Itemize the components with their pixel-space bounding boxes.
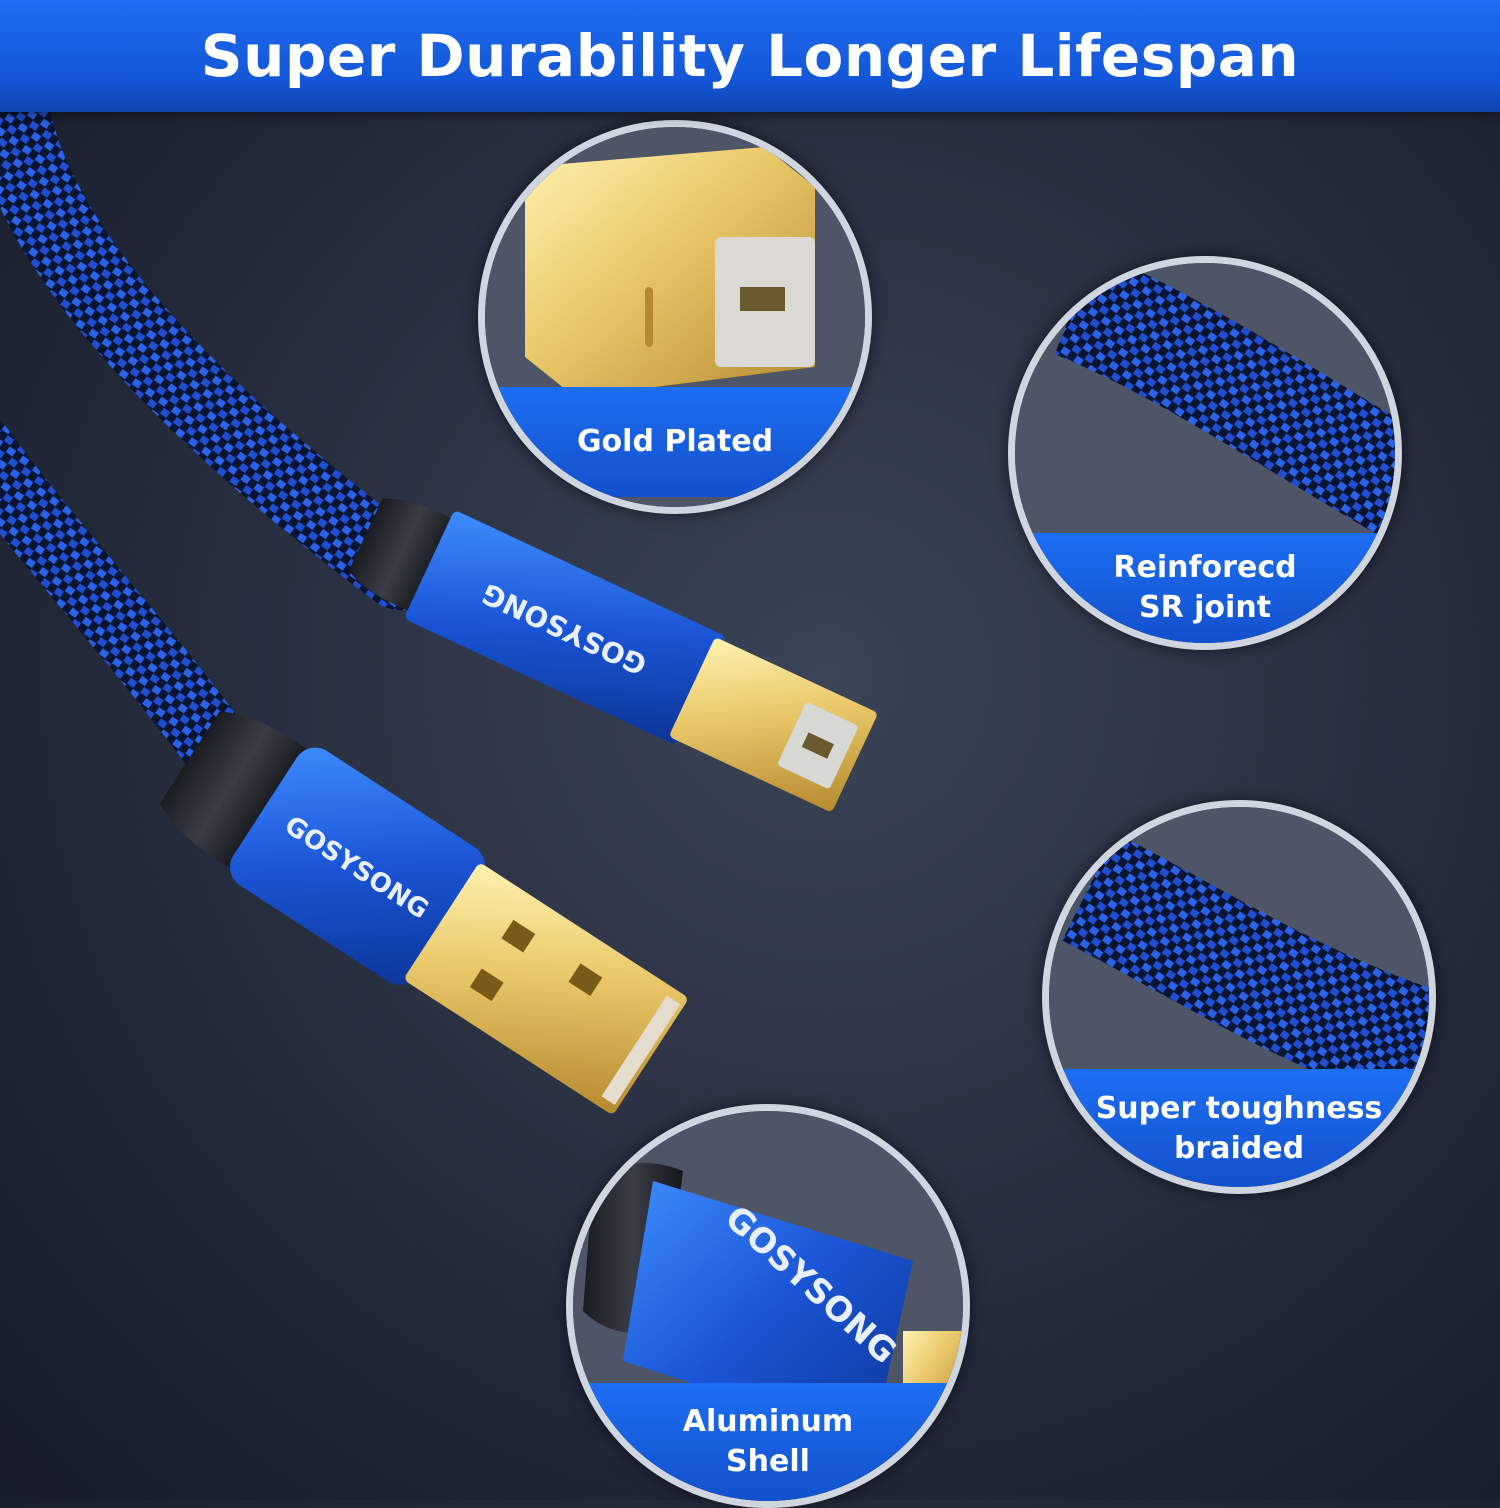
usb-b-connector: GOSYSONG bbox=[348, 498, 877, 812]
banner-title: Super Durability Longer Lifespan bbox=[200, 22, 1300, 90]
callout-aluminum-shell: GOSYSONG Aluminum Shell bbox=[566, 1104, 970, 1508]
braided-cable-b bbox=[0, 75, 440, 610]
callout-gold-plated: Gold Plated bbox=[478, 120, 872, 514]
callout-label-gold-plated: Gold Plated bbox=[485, 387, 865, 497]
usb-a-connector: GOSYSONG bbox=[159, 711, 687, 1114]
callout-label-aluminum: Aluminum Shell bbox=[573, 1383, 963, 1501]
callout-label-reinforced: Reinforecd SR joint bbox=[1015, 533, 1395, 643]
callout-reinforced-sr-joint: Reinforecd SR joint bbox=[1008, 256, 1402, 650]
header-banner: Super Durability Longer Lifespan bbox=[0, 0, 1500, 112]
callout-label-super-toughness: Super toughness braided bbox=[1049, 1069, 1429, 1187]
callout-super-toughness-braided: Super toughness braided bbox=[1042, 800, 1436, 1194]
